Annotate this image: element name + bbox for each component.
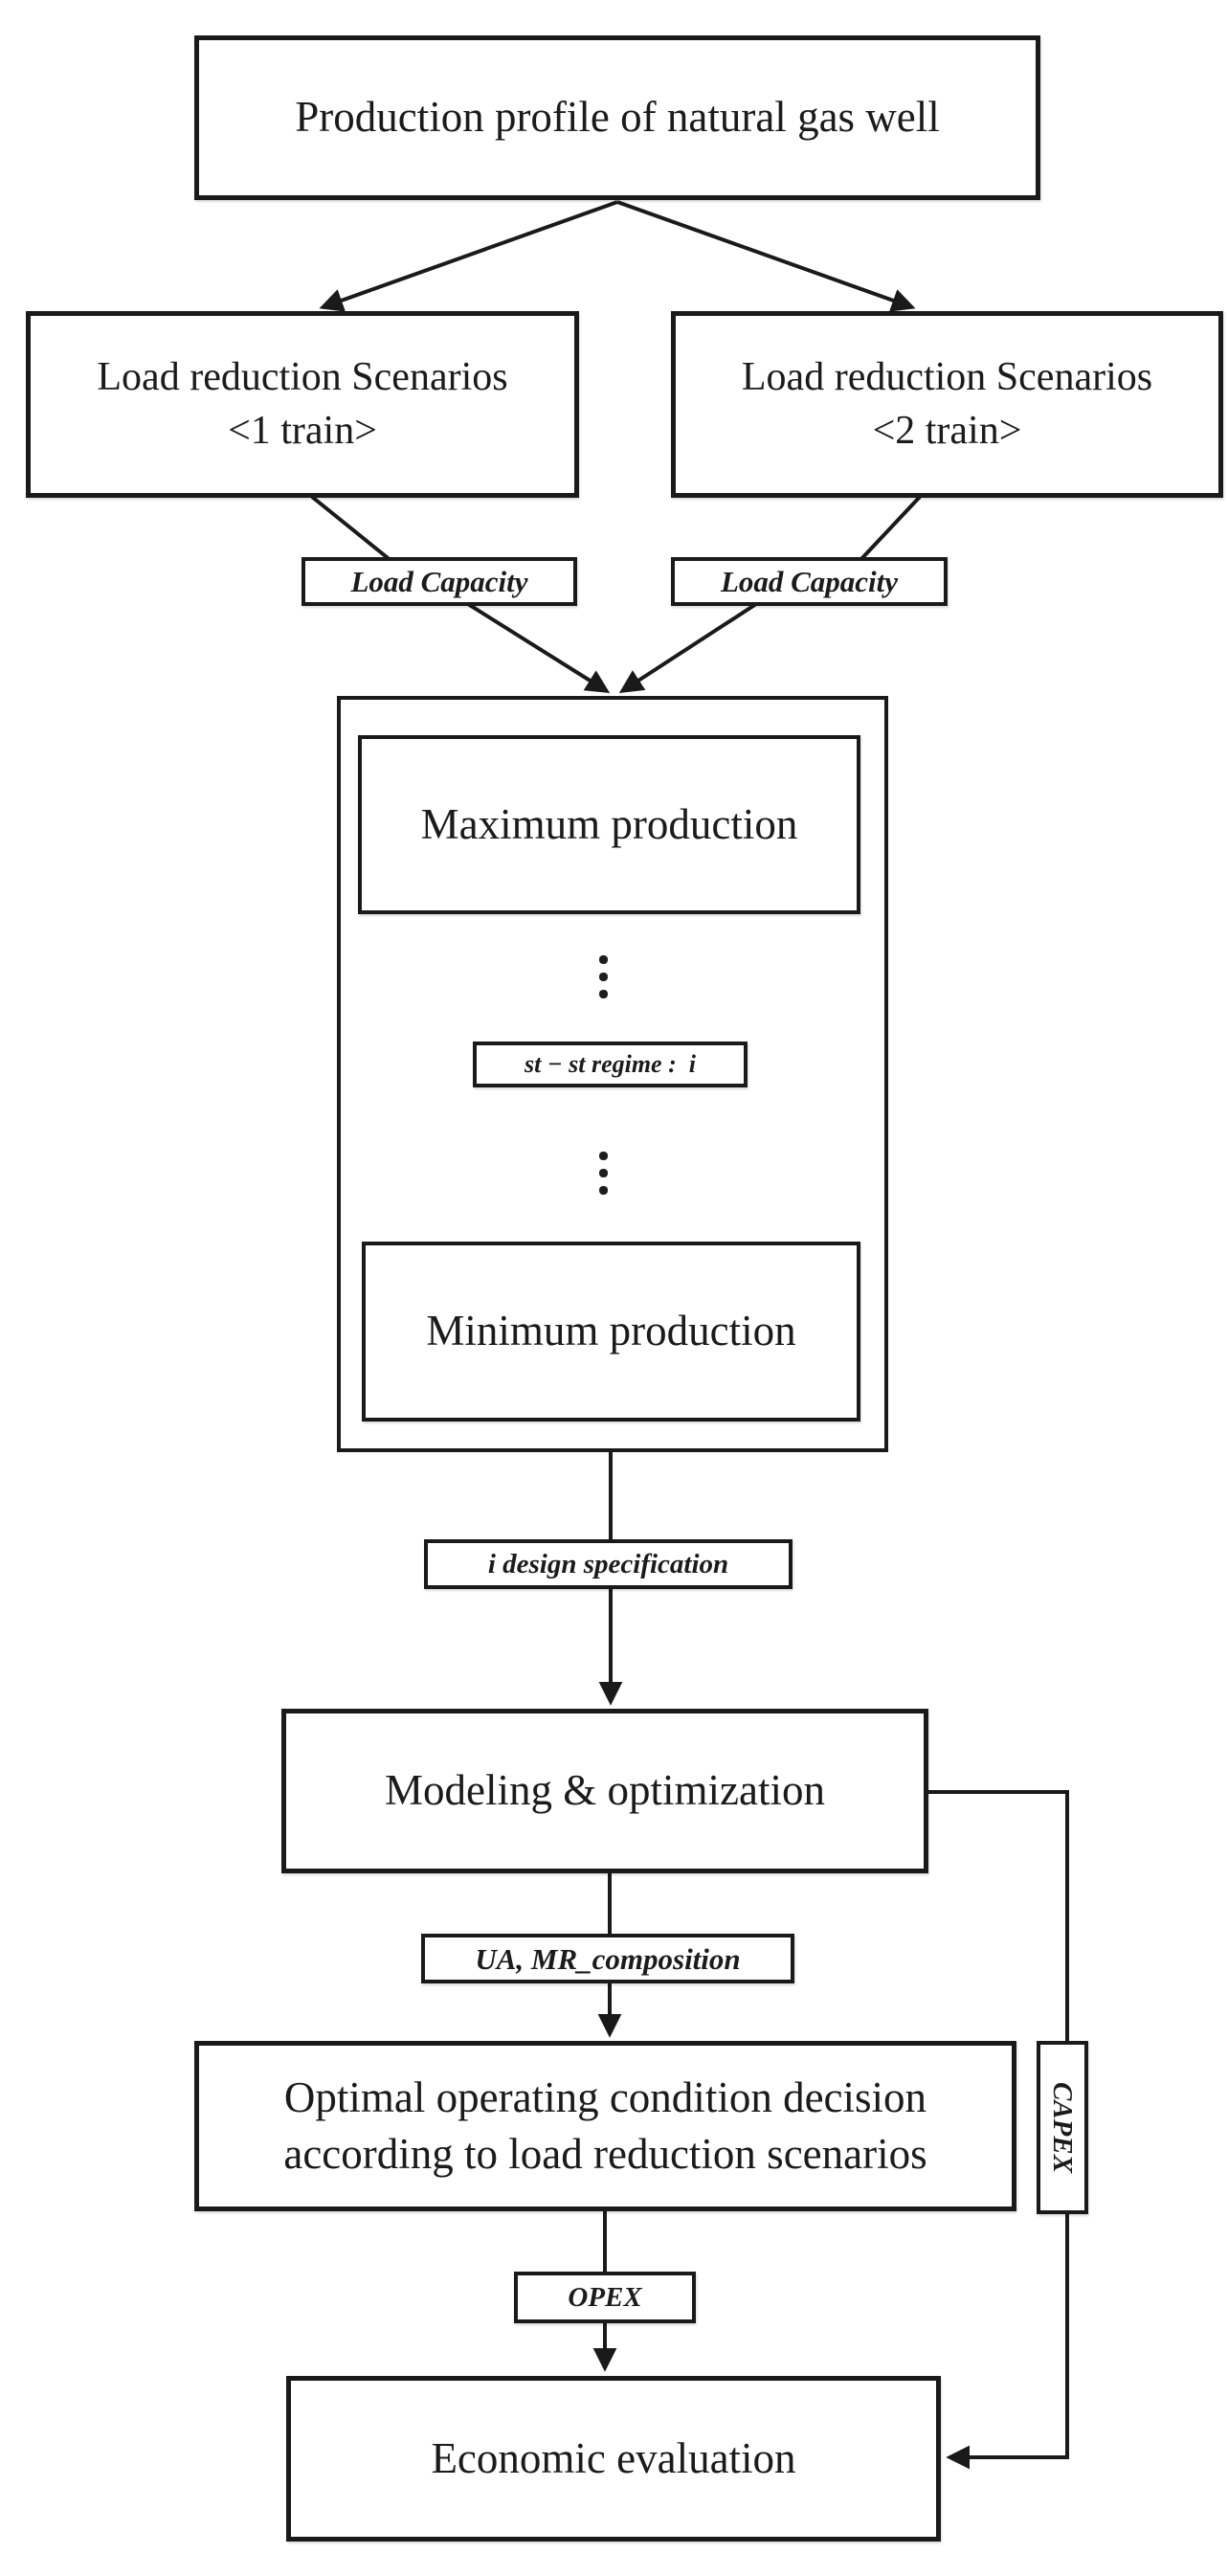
tag-ua-mr-composition: UA, MR_composition <box>421 1934 794 1983</box>
tag-load-capacity-1: Load Capacity <box>301 557 577 606</box>
optimal-decision-line2: according to load reduction scenarios <box>283 2130 927 2178</box>
tag-st-st-regime: st − st regime : i <box>473 1042 748 1087</box>
tag-load-capacity-1-label: Load Capacity <box>350 565 528 598</box>
node-modeling-optimization: Modeling & optimization <box>281 1709 928 1873</box>
scenario-1train-line1: Load reduction Scenarios <box>97 355 508 400</box>
tag-i-design-specification-label: i design specification <box>487 1548 729 1579</box>
tag-st-st-regime-label: st − st regime : i <box>525 1050 696 1078</box>
scenario-2train-line1: Load reduction Scenarios <box>741 355 1153 400</box>
tag-load-capacity-2: Load Capacity <box>671 557 948 606</box>
node-scenario-2train: Load reduction Scenarios <2 train> <box>671 311 1223 498</box>
vertical-ellipsis-icon <box>584 955 622 998</box>
node-scenario-1train: Load reduction Scenarios <1 train> <box>26 311 579 498</box>
node-scenario-2train-label: Load reduction Scenarios <2 train> <box>742 351 1152 458</box>
node-production-profile: Production profile of natural gas well <box>194 35 1040 200</box>
node-optimal-decision: Optimal operating condition decision acc… <box>194 2041 1016 2211</box>
vertical-ellipsis-icon <box>584 1152 622 1195</box>
node-production-profile-label: Production profile of natural gas well <box>295 93 940 142</box>
tag-opex: OPEX <box>514 2272 696 2323</box>
node-modeling-optimization-label: Modeling & optimization <box>385 1766 825 1815</box>
node-minimum-production: Minimum production <box>362 1242 860 1422</box>
node-maximum-production: Maximum production <box>358 735 860 914</box>
node-scenario-1train-label: Load reduction Scenarios <1 train> <box>97 351 507 458</box>
tag-load-capacity-2-label: Load Capacity <box>720 565 899 598</box>
optimal-decision-line1: Optimal operating condition decision <box>283 2072 927 2121</box>
scenario-1train-line2: <1 train> <box>228 408 377 453</box>
tag-i-design-specification: i design specification <box>424 1539 793 1589</box>
tag-capex-label: CAPEX <box>1047 2081 1079 2174</box>
scenario-2train-line2: <2 train> <box>872 408 1022 453</box>
tag-ua-mr-composition-label: UA, MR_composition <box>475 1941 741 1976</box>
node-maximum-production-label: Maximum production <box>420 799 798 848</box>
tag-opex-label: OPEX <box>568 2281 642 2313</box>
tag-capex: CAPEX <box>1037 2041 1088 2214</box>
node-economic-evaluation: Economic evaluation <box>286 2376 941 2542</box>
node-economic-evaluation-label: Economic evaluation <box>431 2433 796 2482</box>
node-optimal-decision-label: Optimal operating condition decision acc… <box>283 2070 927 2184</box>
node-minimum-production-label: Minimum production <box>426 1307 796 1355</box>
